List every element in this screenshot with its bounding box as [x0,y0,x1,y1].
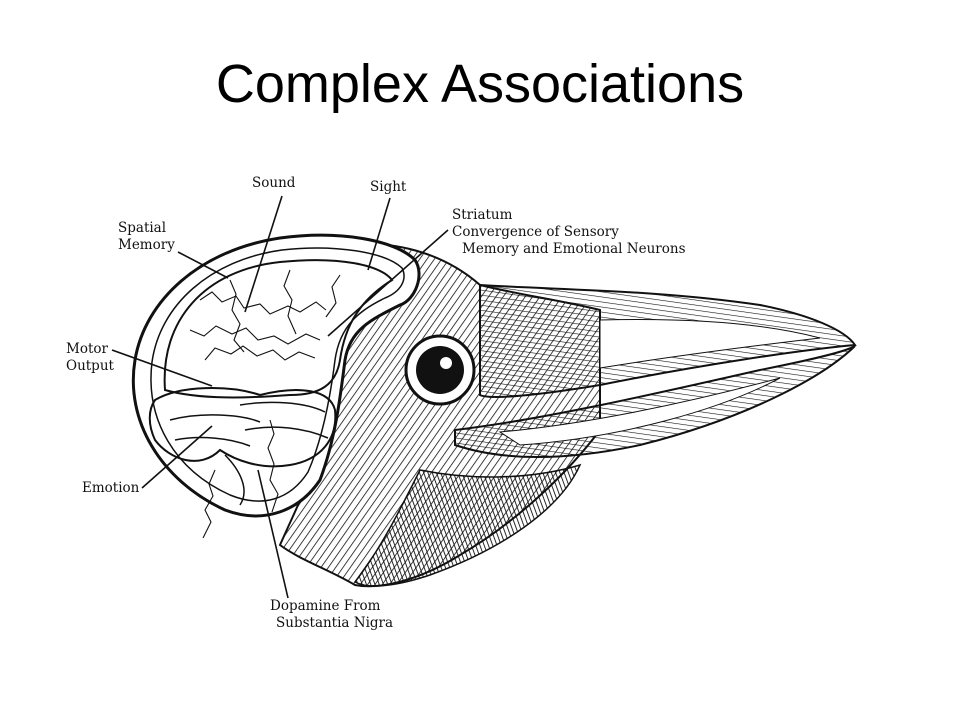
label-striatum: Striatum Convergence of Sensory Memory a… [452,207,686,257]
cerebrum [163,259,394,399]
label-spatial-memory: Spatial Memory [118,220,175,253]
slide-title: Complex Associations [215,54,745,114]
label-motor-output: Motor Output [66,341,114,374]
skull-inner-outline [150,247,405,502]
label-emotion: Emotion [82,480,140,496]
label-sight: Sight [370,179,407,195]
label-dopamine: Dopamine From Substantia Nigra [270,598,394,631]
neuron-network [189,269,341,539]
leader-emotion [141,425,213,489]
upper-beak-highlight [599,319,821,369]
eye [416,346,464,394]
label-sound: Sound [252,175,296,191]
cerebellum-lobes [148,387,337,468]
leader-striatum [327,229,449,337]
leader-sight [367,197,391,271]
leader-dopamine [257,469,289,599]
throat-feathers [353,463,582,587]
leader-spatial-memory [177,251,229,279]
leader-sound [244,195,283,313]
eye-highlight [440,357,452,369]
brain-folds [169,401,329,506]
leader-motor-output [111,349,213,387]
lower-beak-highlight [498,377,781,446]
